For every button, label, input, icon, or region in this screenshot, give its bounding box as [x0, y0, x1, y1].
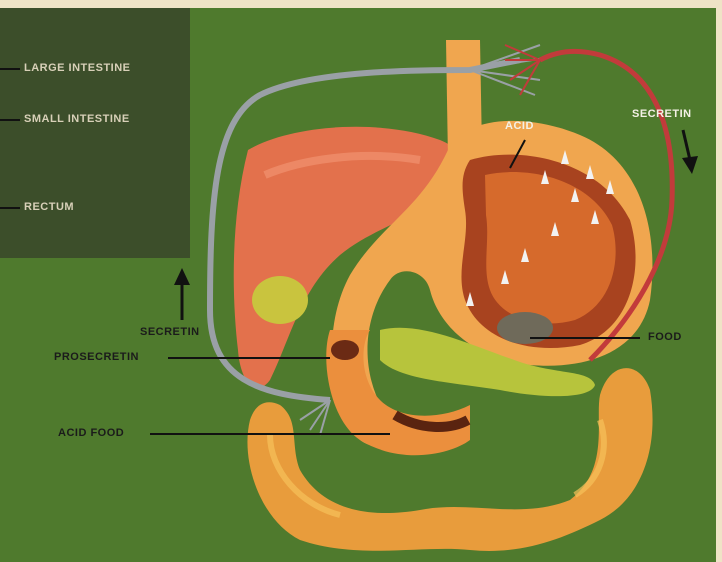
- gallbladder-shape: [252, 276, 308, 324]
- label-small-intestine: SMALL INTESTINE: [24, 113, 130, 125]
- label-large-intestine: LARGE INTESTINE: [24, 62, 131, 74]
- label-rectum: RECTUM: [24, 201, 74, 213]
- label-secretin-top: SECRETIN: [632, 108, 692, 120]
- label-acid-food: ACID FOOD: [58, 427, 124, 439]
- label-food: FOOD: [648, 331, 682, 343]
- label-secretin-left: SECRETIN: [140, 326, 200, 338]
- label-acid: ACID: [505, 120, 534, 132]
- label-prosecretin: PROSECRETIN: [54, 351, 139, 363]
- artery-branches: [505, 45, 540, 95]
- arrow-secretin-left: [174, 268, 190, 320]
- arrow-secretin-right: [682, 130, 698, 174]
- food-lump: [497, 312, 553, 344]
